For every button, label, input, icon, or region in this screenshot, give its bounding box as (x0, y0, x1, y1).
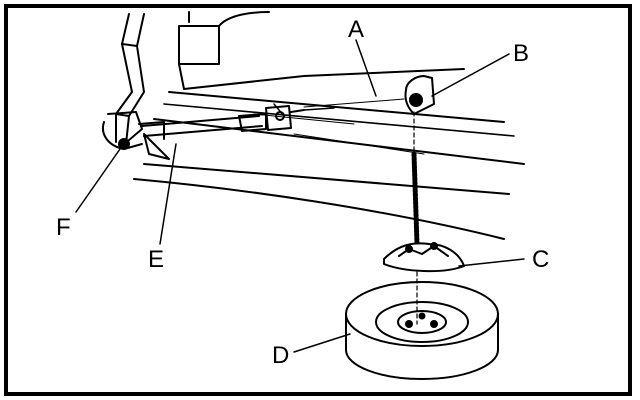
callout-c: C (532, 246, 550, 273)
leader-f (75, 148, 121, 213)
hoist-cable (411, 111, 420, 247)
leader-a (355, 39, 377, 97)
leader-e (159, 143, 177, 245)
spare-tire-hoist-illustration (75, 11, 525, 380)
callout-f: F (56, 214, 71, 241)
callout-leaders (75, 39, 525, 353)
leader-c (458, 258, 525, 267)
callout-a: A (348, 16, 365, 43)
leader-b (431, 53, 510, 97)
callout-b: B (513, 40, 530, 67)
hoist-mechanism (404, 75, 435, 115)
spare-tire (345, 271, 499, 380)
callout-d: D (272, 342, 290, 369)
tire-retainer (383, 242, 465, 273)
leader-d (293, 333, 351, 353)
jack-handle (102, 13, 170, 160)
hoist-shaft (303, 107, 335, 111)
callout-e: E (148, 246, 165, 273)
diagram-frame: A B C D E F (4, 4, 632, 396)
extension-rod (141, 103, 305, 137)
vehicle-body (133, 11, 525, 240)
